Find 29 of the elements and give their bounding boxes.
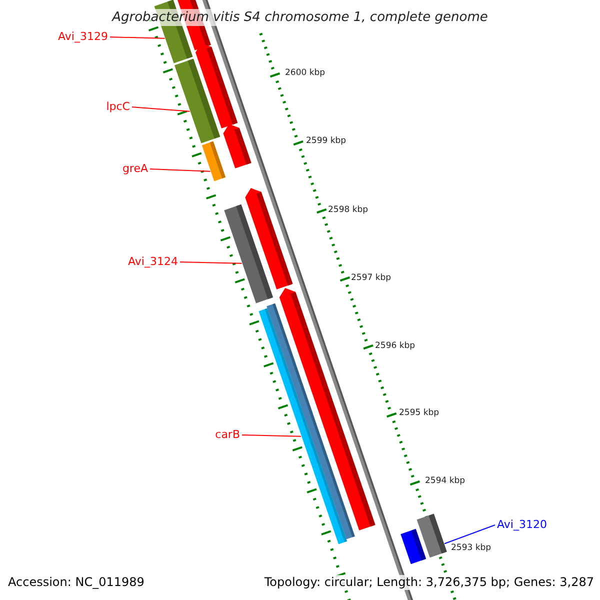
leader-line bbox=[110, 36, 166, 39]
position-label: 2598 kbp bbox=[328, 205, 368, 215]
footer-text: Accession: NC_011989 bbox=[8, 575, 144, 590]
footer-text: Topology: circular; Length: 3,726,375 bp; Genes: 3,287 bbox=[264, 575, 594, 590]
position-label: 2600 kbp bbox=[285, 68, 326, 78]
position-label: 2597 kbp bbox=[351, 273, 392, 283]
gene-label: Avi_3124 bbox=[128, 255, 178, 268]
gene-bar bbox=[416, 514, 447, 558]
leader-line bbox=[180, 262, 242, 264]
position-label: 2593 kbp bbox=[451, 543, 492, 553]
leader-line bbox=[132, 106, 190, 112]
leader-line bbox=[444, 524, 496, 544]
gene-label: Avi_3120 bbox=[497, 518, 547, 531]
gene-label: carB bbox=[215, 428, 240, 441]
gene-bar bbox=[245, 188, 293, 290]
position-label: 2599 kbp bbox=[306, 136, 346, 146]
gene-label: greA bbox=[122, 162, 148, 175]
leader-line bbox=[242, 434, 302, 437]
gene-bar bbox=[195, 43, 238, 128]
gene-bar bbox=[400, 528, 426, 564]
position-label: 2594 kbp bbox=[425, 476, 466, 486]
gene-bar bbox=[279, 288, 376, 530]
gene-label: Avi_3129 bbox=[58, 30, 108, 43]
gene-bar bbox=[223, 124, 252, 168]
gene-label: lpcC bbox=[106, 100, 130, 113]
gene-bar bbox=[202, 141, 226, 182]
leader-line bbox=[150, 168, 211, 172]
position-label: 2596 kbp bbox=[375, 341, 416, 351]
position-label: 2595 kbp bbox=[399, 408, 440, 418]
